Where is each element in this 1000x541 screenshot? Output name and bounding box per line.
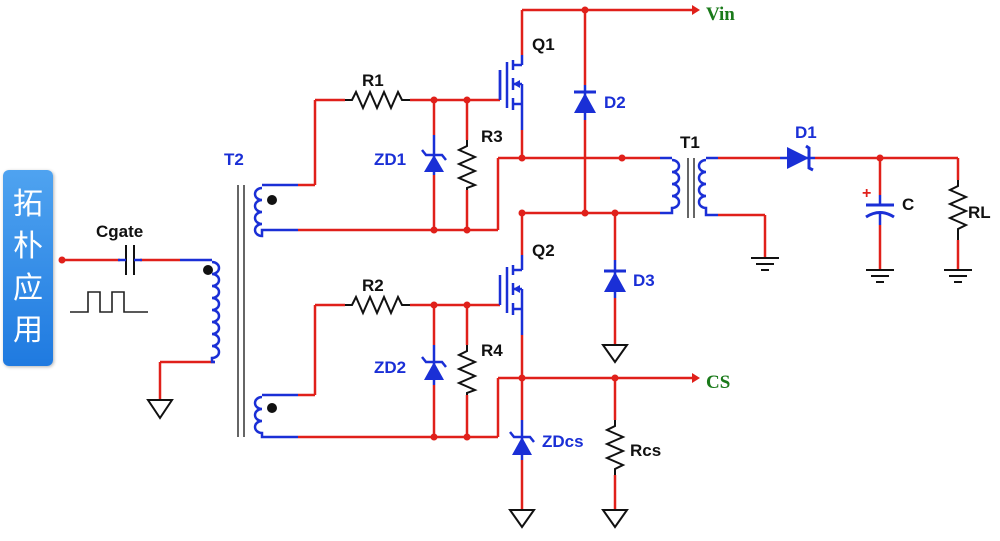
q1-mosfet — [498, 55, 524, 130]
d1-label: D1 — [795, 123, 817, 142]
cgate-capacitor — [118, 245, 142, 275]
t2-label: T2 — [224, 150, 244, 169]
junction-nodes — [58, 6, 884, 441]
pulse-waveform-icon — [70, 291, 148, 313]
rcs-resistor — [604, 420, 626, 475]
r1-label: R1 — [362, 71, 384, 90]
ground-t1-secondary-icon — [751, 257, 779, 271]
ground-rcs-icon — [601, 509, 629, 529]
zdcs-label: ZDcs — [542, 432, 584, 451]
q1-label: Q1 — [532, 35, 555, 54]
zdcs-zener — [509, 420, 535, 460]
r1-resistor — [345, 89, 410, 111]
zd1-label: ZD1 — [374, 150, 406, 169]
r3-label: R3 — [481, 127, 503, 146]
rl-label: RL — [968, 203, 991, 222]
d1-diode — [780, 144, 815, 172]
vin-label: Vin — [706, 4, 735, 25]
terminal-arrows — [692, 5, 700, 383]
t1-label: T1 — [680, 133, 700, 152]
r2-label: R2 — [362, 276, 384, 295]
topology-application-label: 拓朴应用 — [13, 187, 43, 348]
ground-rl-icon — [944, 269, 972, 283]
t1-transformer — [660, 156, 718, 218]
q2-label: Q2 — [532, 241, 555, 260]
cs-arrow-icon — [692, 373, 700, 383]
c-capacitor — [865, 195, 895, 225]
ground-d3-icon — [601, 344, 629, 364]
topology-application-tab[interactable]: 拓朴应用 — [3, 170, 53, 366]
r4-resistor — [456, 345, 478, 395]
d3-diode — [604, 260, 626, 298]
c-label: C — [902, 195, 914, 214]
d3-label: D3 — [633, 271, 655, 290]
r2-resistor — [345, 294, 410, 316]
ground-zdcs-icon — [508, 509, 536, 529]
capacitor-polarity-plus: + — [862, 185, 871, 202]
t2-transformer — [180, 183, 298, 439]
r4-label: R4 — [481, 341, 503, 360]
r3-resistor — [456, 140, 478, 190]
ground-t2-icon — [146, 399, 174, 420]
zd2-zener — [421, 345, 447, 385]
zd2-label: ZD2 — [374, 358, 406, 377]
d2-diode — [574, 85, 596, 120]
cgate-label: Cgate — [96, 222, 143, 241]
q2-mosfet — [498, 255, 524, 335]
rl-resistor — [947, 180, 969, 240]
zd1-zener — [421, 135, 447, 175]
cs-label: CS — [706, 372, 730, 393]
d2-label: D2 — [604, 93, 626, 112]
rcs-label: Rcs — [630, 441, 661, 460]
ground-c-icon — [866, 269, 894, 283]
vin-arrow-icon — [692, 5, 700, 15]
